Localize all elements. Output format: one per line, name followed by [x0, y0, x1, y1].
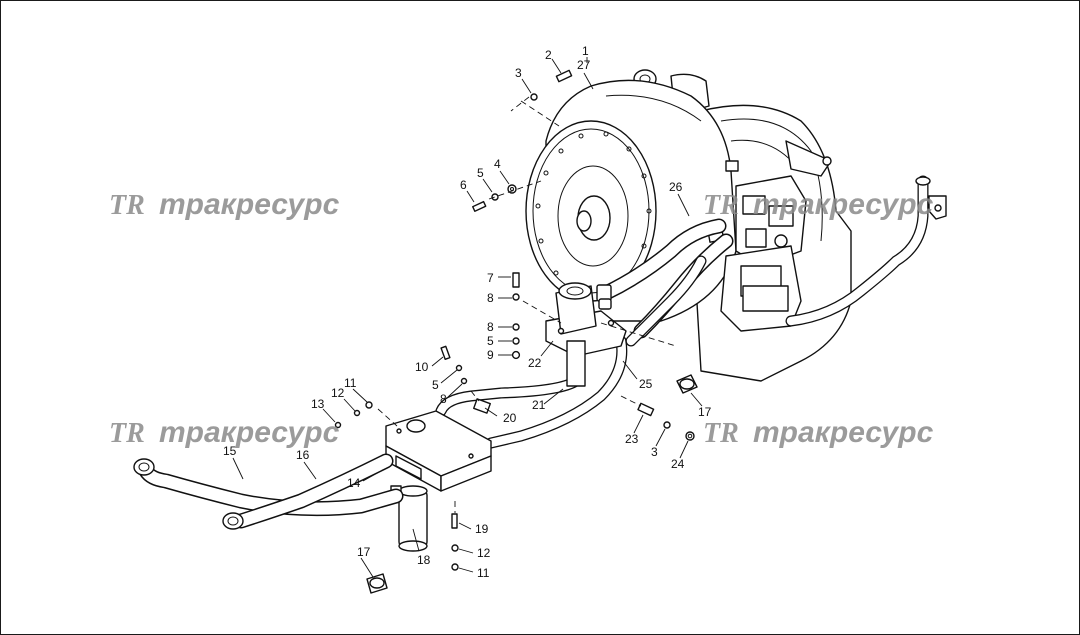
watermark-brand: тракресурс: [159, 188, 340, 221]
callout-2: 2: [545, 48, 552, 62]
callout-12: 12: [331, 386, 345, 400]
watermark-lower-left: TR тракресурс: [109, 416, 340, 449]
callout-9: 9: [487, 348, 494, 362]
callout-11: 11: [477, 566, 490, 580]
callout-26: 26: [669, 180, 683, 194]
callout-27: 27: [577, 58, 591, 72]
callout-24: 24: [671, 457, 685, 471]
callout-18: 18: [417, 553, 431, 567]
assembly-dash-lines: [377, 96, 677, 513]
callout-11: 11: [344, 376, 357, 390]
callout-5: 5: [477, 166, 484, 180]
callout-25: 25: [639, 377, 653, 391]
watermark-logo: TR: [703, 418, 739, 449]
callout-5: 5: [432, 378, 439, 392]
watermark-lower-right: TR тракресурс: [703, 416, 934, 449]
watermark-brand: тракресурс: [753, 188, 934, 221]
filter-head-22: [545, 282, 627, 387]
watermark-logo: TR: [109, 190, 145, 221]
transmission-assembly: [525, 69, 947, 382]
callout-3: 3: [651, 445, 658, 459]
callout-17: 17: [357, 545, 371, 559]
callout-22: 22: [528, 356, 542, 370]
callout-8: 8: [487, 291, 494, 305]
callout-16: 16: [296, 448, 310, 462]
callout-10: 10: [415, 360, 429, 374]
watermark-brand: тракресурс: [159, 416, 340, 449]
callout-15: 15: [223, 444, 237, 458]
watermark-upper-right: TR тракресурс: [703, 188, 934, 221]
loose-fasteners: [334, 69, 698, 594]
callout-8: 8: [487, 320, 494, 334]
callout-17: 17: [698, 405, 712, 419]
bracket-14-filter-18: [385, 410, 492, 552]
hose-15-16: [133, 453, 404, 530]
callout-13: 13: [311, 397, 325, 411]
watermark-upper-left: TR тракресурс: [109, 188, 340, 221]
callout-leaders: [232, 57, 703, 578]
callout-21: 21: [532, 398, 546, 412]
callout-6: 6: [460, 178, 467, 192]
callout-4: 4: [494, 157, 501, 171]
callout-8: 8: [440, 392, 447, 406]
callout-1: 1: [582, 44, 589, 58]
callout-20: 20: [503, 411, 517, 425]
callout-3: 3: [515, 66, 522, 80]
callout-19: 19: [475, 522, 489, 536]
callout-5: 5: [487, 334, 494, 348]
watermark-logo: TR: [703, 190, 739, 221]
callout-7: 7: [487, 271, 494, 285]
callout-14: 14: [347, 476, 361, 490]
callout-12: 12: [477, 546, 491, 560]
callout-23: 23: [625, 432, 639, 446]
watermark-logo: TR: [109, 418, 145, 449]
callout-labels: 1 2 3 27 4 5 6 7 8 8 5 9 10 5 8 11 12 13…: [223, 44, 712, 580]
watermark-brand: тракресурс: [753, 416, 934, 449]
